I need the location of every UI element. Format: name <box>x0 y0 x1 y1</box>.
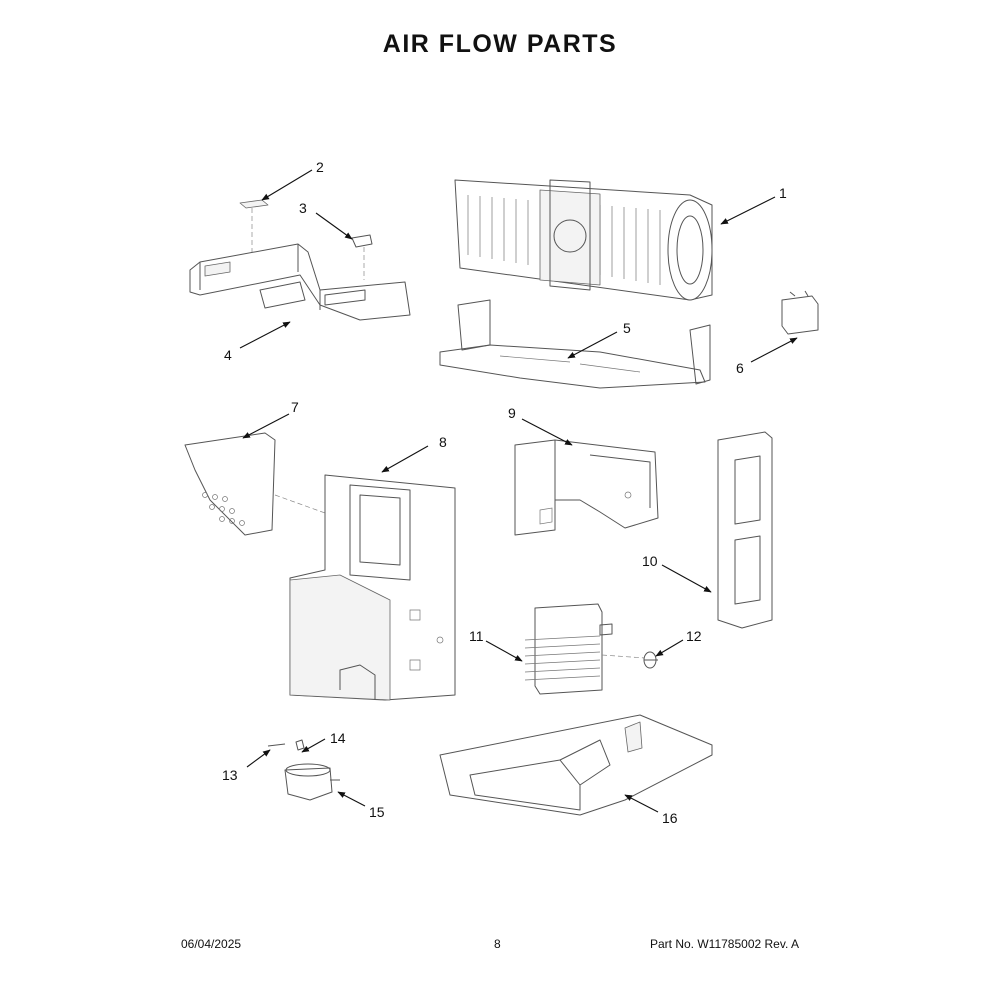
leader-3 <box>315 212 353 240</box>
damper-duct-drawing <box>189 199 411 321</box>
callout-13: 13 <box>222 767 238 783</box>
callout-9: 9 <box>508 405 516 421</box>
base-plate-drawing <box>439 714 713 816</box>
callout-5: 5 <box>623 320 631 336</box>
callout-2: 2 <box>316 159 324 175</box>
capacitor-drawing <box>781 290 819 335</box>
magnetron-drawing <box>524 603 646 695</box>
leader-2 <box>261 169 313 201</box>
callout-labels: 1 2 3 4 5 6 7 8 9 10 11 12 13 14 15 16 <box>222 159 787 826</box>
footer-part-number: Part No. W11785002 Rev. A <box>650 937 799 951</box>
blower-fan-assembly-drawing <box>454 179 713 301</box>
callout-10: 10 <box>642 553 658 569</box>
callout-14: 14 <box>330 730 346 746</box>
leader-10 <box>661 564 712 593</box>
callout-leaders <box>239 169 798 813</box>
page-title: AIR FLOW PARTS <box>382 30 618 58</box>
callout-7: 7 <box>291 399 299 415</box>
leader-13 <box>246 749 271 768</box>
leader-15 <box>337 791 366 807</box>
turntable-motor-drawing <box>267 739 340 801</box>
footer-date: 06/04/2025 <box>181 937 242 951</box>
leader-8 <box>381 445 429 473</box>
callout-15: 15 <box>369 804 385 820</box>
callout-4: 4 <box>224 347 232 363</box>
leader-7 <box>242 413 290 439</box>
callout-8: 8 <box>439 434 447 450</box>
leader-6 <box>750 337 798 363</box>
callout-16: 16 <box>662 810 678 826</box>
callout-3: 3 <box>299 200 307 216</box>
magnetron-bracket-drawing <box>514 439 659 536</box>
leader-9 <box>521 418 573 446</box>
callout-1: 1 <box>779 185 787 201</box>
thermal-cutout-drawing <box>643 651 658 669</box>
leader-14 <box>301 738 326 753</box>
callout-12: 12 <box>686 628 702 644</box>
leader-11 <box>485 640 523 662</box>
leader-5 <box>567 331 618 359</box>
callout-6: 6 <box>736 360 744 376</box>
leader-4 <box>239 321 291 349</box>
footer-page-number: 8 <box>494 937 501 951</box>
leader-12 <box>655 639 684 657</box>
leader-16 <box>624 794 659 813</box>
air-guide-drawing <box>289 474 456 701</box>
mounting-plate-drawing <box>439 299 711 389</box>
callout-11: 11 <box>469 628 484 644</box>
side-panel-drawing <box>717 431 773 629</box>
leader-1 <box>720 196 776 225</box>
